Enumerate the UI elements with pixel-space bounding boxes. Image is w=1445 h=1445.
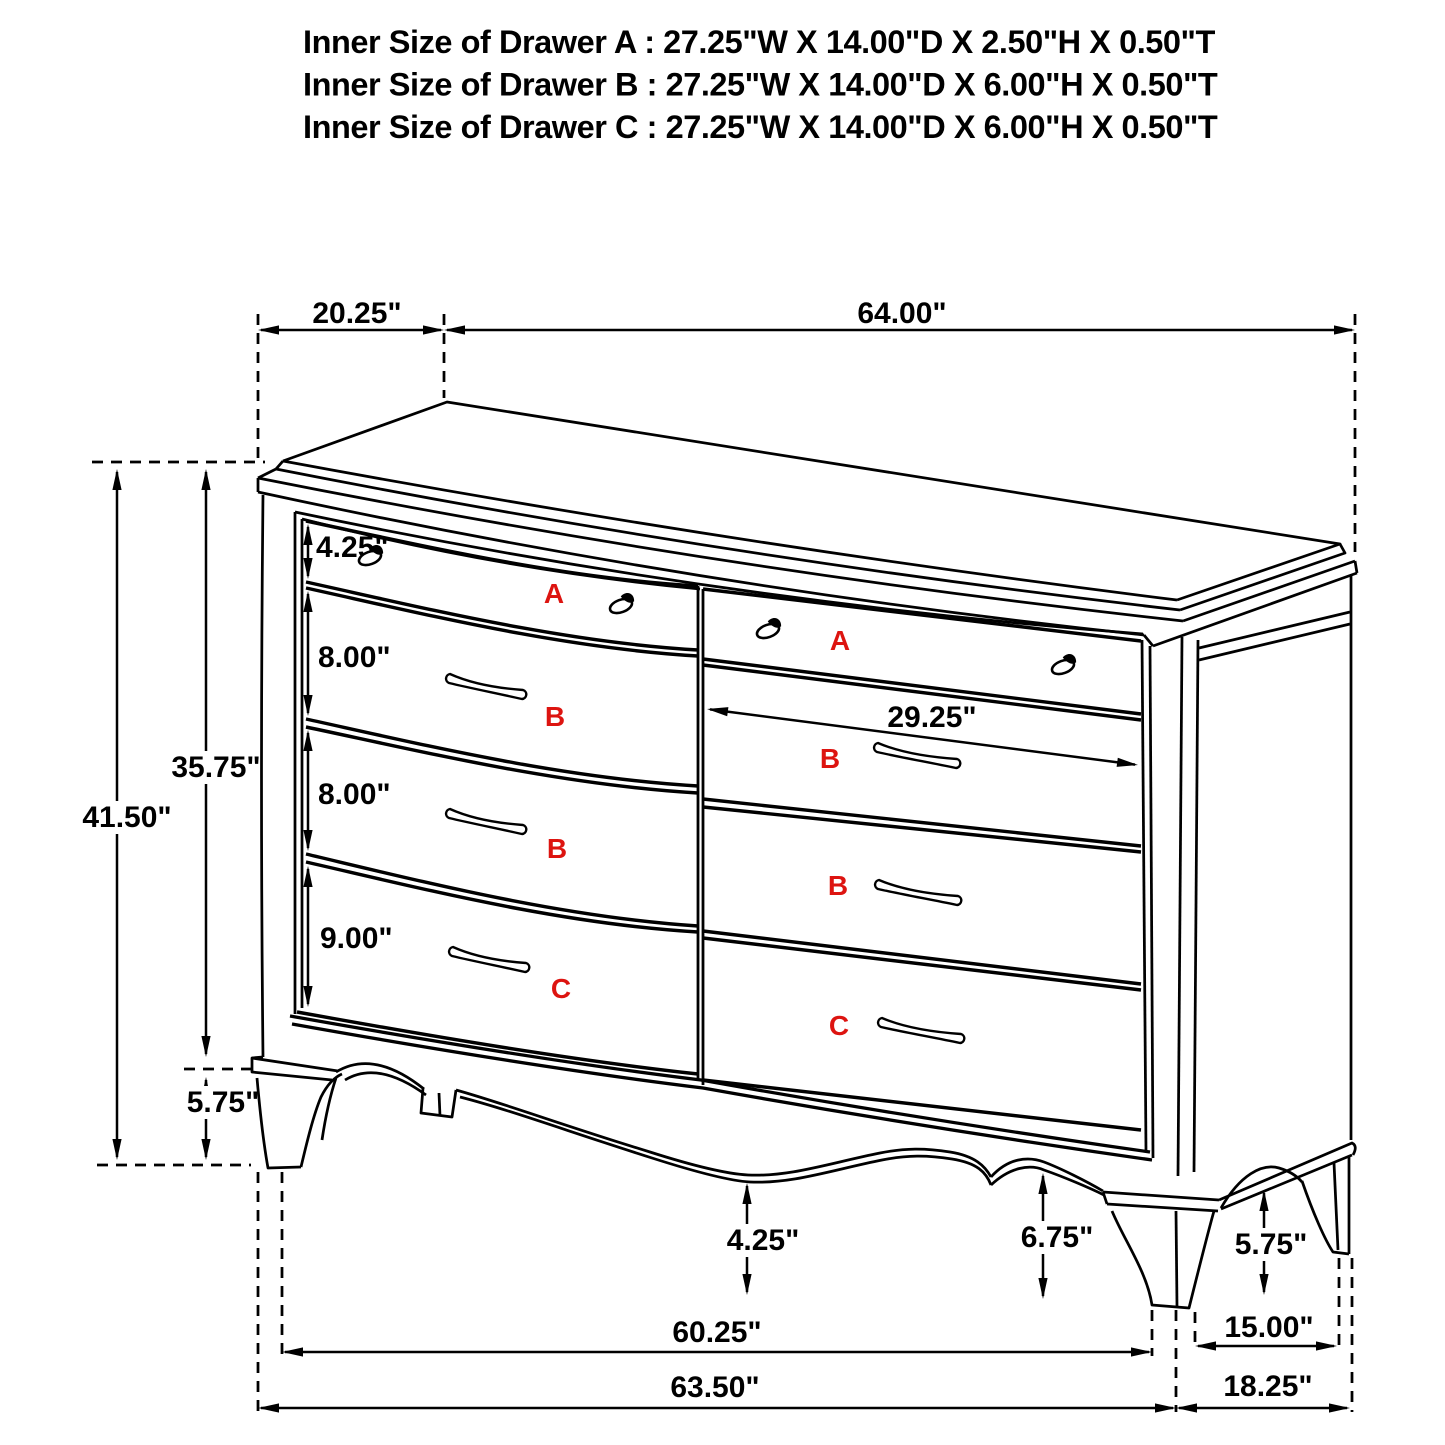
svg-text:63.50": 63.50" <box>670 1371 759 1404</box>
svg-text:B: B <box>828 870 848 901</box>
svg-text:B: B <box>547 833 567 864</box>
svg-text:A: A <box>544 578 564 609</box>
svg-text:4.25": 4.25" <box>727 1224 800 1257</box>
svg-text:A: A <box>830 625 850 656</box>
svg-text:20.25": 20.25" <box>312 297 401 330</box>
svg-text:6.75": 6.75" <box>1021 1221 1094 1254</box>
svg-text:41.50": 41.50" <box>82 801 171 834</box>
svg-text:9.00": 9.00" <box>320 922 393 955</box>
svg-text:29.25": 29.25" <box>887 701 976 734</box>
svg-text:5.75": 5.75" <box>1235 1228 1308 1261</box>
svg-text:60.25": 60.25" <box>672 1316 761 1349</box>
svg-text:Inner Size of Drawer A : 27.25: Inner Size of Drawer A : 27.25"W X 14.00… <box>303 24 1215 60</box>
svg-text:C: C <box>829 1010 849 1041</box>
svg-text:C: C <box>551 973 571 1004</box>
svg-text:8.00": 8.00" <box>318 641 391 674</box>
svg-text:15.00": 15.00" <box>1224 1311 1313 1344</box>
svg-text:18.25": 18.25" <box>1223 1370 1312 1403</box>
svg-text:5.75": 5.75" <box>187 1086 260 1119</box>
svg-text:B: B <box>820 743 840 774</box>
svg-text:35.75": 35.75" <box>171 751 260 784</box>
svg-text:Inner Size of Drawer C : 27.25: Inner Size of Drawer C : 27.25"W X 14.00… <box>303 109 1218 145</box>
svg-text:8.00": 8.00" <box>318 778 391 811</box>
svg-text:Inner Size of Drawer B : 27.25: Inner Size of Drawer B : 27.25"W X 14.00… <box>303 67 1218 103</box>
svg-text:B: B <box>545 701 565 732</box>
svg-text:64.00": 64.00" <box>857 297 946 330</box>
